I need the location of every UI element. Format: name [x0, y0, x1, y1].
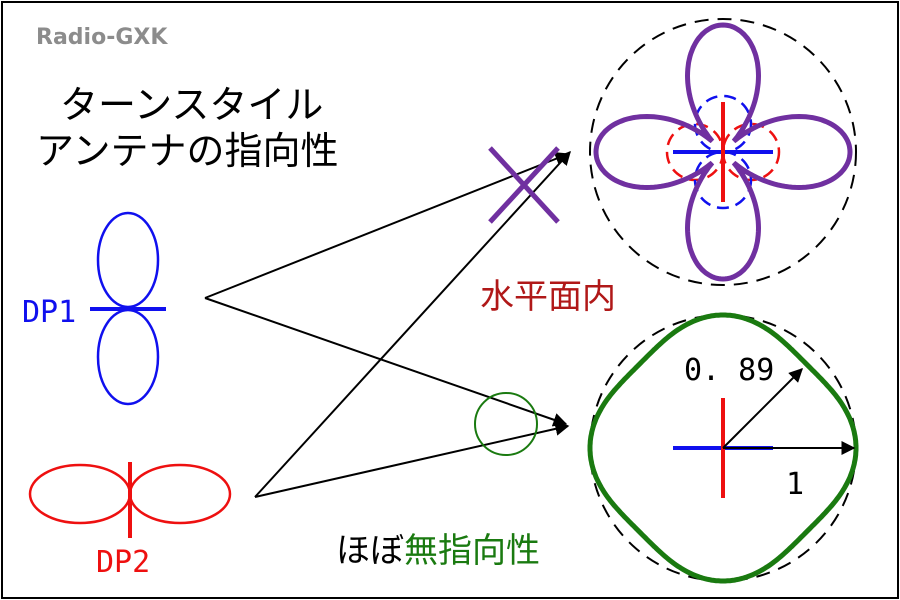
combined-caption-prefix: ほぼ: [336, 531, 404, 571]
omni-pattern-group: [587, 312, 859, 584]
connecting-arrows: [204, 150, 571, 498]
watermark: Radio-GXK: [36, 25, 168, 50]
crossed-dipole-symbol: [488, 146, 560, 224]
max-radius-label: 1: [786, 467, 804, 502]
cross-reference-circle: [589, 18, 857, 286]
horizontal-plane-label: 水平面内: [480, 277, 616, 317]
cross-pattern-group: [589, 18, 857, 286]
combined-caption: ほぼ無指向性: [336, 531, 540, 571]
title-line-1: ターンスタイル: [60, 83, 323, 127]
arrow-dp2-to-omni: [254, 421, 570, 498]
combined-caption-highlight: 無指向性: [404, 531, 540, 571]
cross-pattern-curve: [593, 22, 853, 282]
omni-pattern-curve: [587, 312, 859, 584]
min-radius-arrow: [722, 368, 803, 449]
dp2-label: DP2: [96, 545, 150, 580]
overlap-circle: [474, 392, 538, 456]
min-radius-label: 0. 89: [684, 353, 774, 388]
arrow-dp1-to-omni: [204, 297, 568, 427]
arrow-dp1-to-cross: [204, 152, 570, 299]
title-line-2: アンテナの指向性: [36, 129, 338, 173]
dp1-label: DP1: [22, 295, 76, 330]
arrow-dp2-to-cross: [254, 150, 571, 498]
